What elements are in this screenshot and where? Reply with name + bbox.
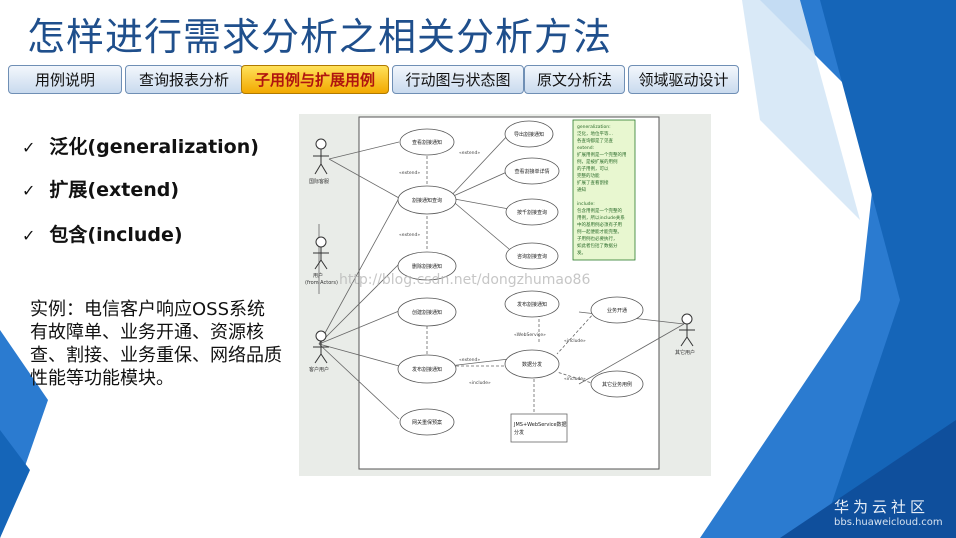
svg-text:数据分发: 数据分发 [522,361,542,368]
bullet-text: 扩展(extend) [49,179,180,201]
svg-text:分发: 分发 [514,429,524,436]
svg-text:«include»: «include» [469,380,491,386]
svg-text:网关重保预案: 网关重保预案 [412,419,442,426]
bullet-include: ✓ 包含(include) [22,220,183,247]
svg-text:完整的功能: 完整的功能 [577,172,600,179]
svg-text:(from Actors): (from Actors) [305,280,338,286]
tab-use-case-description[interactable]: 用例说明 [8,65,122,94]
svg-text:发。: 发。 [577,249,586,256]
svg-text:泛化，地位平等…: 泛化，地位平等… [577,130,613,137]
svg-text:扩展用例是一个完整的用: 扩展用例是一个完整的用 [577,151,627,158]
svg-text:按千割接查询: 按千割接查询 [517,209,547,216]
example-text: 实例：电信客户响应OSS系统有故障单、业务开通、资源核查、割接、业务重保、网络品… [30,299,282,389]
bullet-text: 包含(include) [49,224,183,246]
tab-text-analysis[interactable]: 原文分析法 [524,65,625,94]
svg-text:用户: 用户 [313,272,323,279]
svg-text:其它业务用例: 其它业务用例 [602,381,632,388]
svg-text:extend:: extend: [577,145,594,151]
svg-text:如此者包括了数据分: 如此者包括了数据分 [577,242,618,249]
url-watermark: http://blog.csdn.net/dongzhumao86 [339,272,590,288]
tab-sub-extend-use-case[interactable]: 子用例与扩展用例 [241,65,389,94]
svg-text:创建割接通知: 创建割接通知 [412,309,442,316]
svg-text:JMS+WebService数据: JMS+WebService数据 [513,421,567,428]
svg-text:«include»: «include» [564,338,586,344]
svg-text:查看割接单详情: 查看割接单详情 [514,168,549,175]
svg-text:发布割接通知: 发布割接通知 [517,301,547,308]
svg-text:删除割接通知: 删除割接通知 [412,263,442,270]
bullet-generalization: ✓ 泛化(generalization) [22,132,259,159]
tab-domain-driven-design[interactable]: 领域驱动设计 [628,65,739,94]
page-title: 怎样进行需求分析之相关分析方法 [27,15,613,59]
svg-text:中的基用例必须有子用: 中的基用例必须有子用 [577,221,622,228]
checkmark-icon: ✓ [22,138,36,157]
svg-text:«extend»: «extend» [399,170,420,176]
svg-text:generalization:: generalization: [577,124,611,130]
svg-text:通知: 通知 [577,186,586,193]
svg-text:其它用户: 其它用户 [675,349,695,356]
checkmark-icon: ✓ [22,181,36,200]
svg-text:包含用例是一个完整的: 包含用例是一个完整的 [577,207,622,214]
svg-text:割接通知查询: 割接通知查询 [412,197,442,204]
svg-text:导出割接通知: 导出割接通知 [514,131,544,138]
svg-text:«extend»: «extend» [459,357,480,363]
svg-text:«include»: «include» [564,376,586,382]
svg-text:例，是被扩展的用例: 例，是被扩展的用例 [577,158,618,165]
svg-text:国际客服: 国际客服 [309,178,329,185]
svg-text:«extend»: «extend» [459,150,480,156]
svg-text:业务开通: 业务开通 [607,307,627,314]
checkmark-icon: ✓ [22,226,36,245]
tab-activity-state-diagram[interactable]: 行动图与状态图 [392,65,524,94]
bullet-text: 泛化(generalization) [49,136,259,158]
svg-text:«WebService»: «WebService» [514,332,546,338]
svg-text:include:: include: [577,201,595,207]
svg-text:«extend»: «extend» [399,232,420,238]
svg-text:客户用户: 客户用户 [309,366,329,373]
use-case-diagram: 国际客服 用户 (from Actors) 客户用户 其它用户 查看割接通知 导… [299,114,711,476]
svg-text:查看割接通知: 查看割接通知 [412,139,442,146]
svg-text:用例，所以include关系: 用例，所以include关系 [577,214,625,221]
svg-text:咨询割接查询: 咨询割接查询 [517,253,547,260]
brand-watermark: 华为云社区 [834,498,930,516]
svg-text:扩展了查看割接: 扩展了查看割接 [577,179,609,186]
bullet-extend: ✓ 扩展(extend) [22,175,179,202]
svg-text:例一起便能才能完整。: 例一起便能才能完整。 [577,228,622,235]
svg-text:子用例也必要执行，: 子用例也必要执行， [577,235,618,242]
svg-text:的子用例，可以: 的子用例，可以 [577,165,609,172]
brand-url: bbs.huaweicloud.com [834,517,943,528]
svg-text:发布割接通知: 发布割接通知 [412,366,442,373]
tab-query-report-analysis[interactable]: 查询报表分析 [125,65,243,94]
actor-icons [313,138,695,364]
svg-text:各查询都是了见查: 各查询都是了见查 [577,137,613,144]
